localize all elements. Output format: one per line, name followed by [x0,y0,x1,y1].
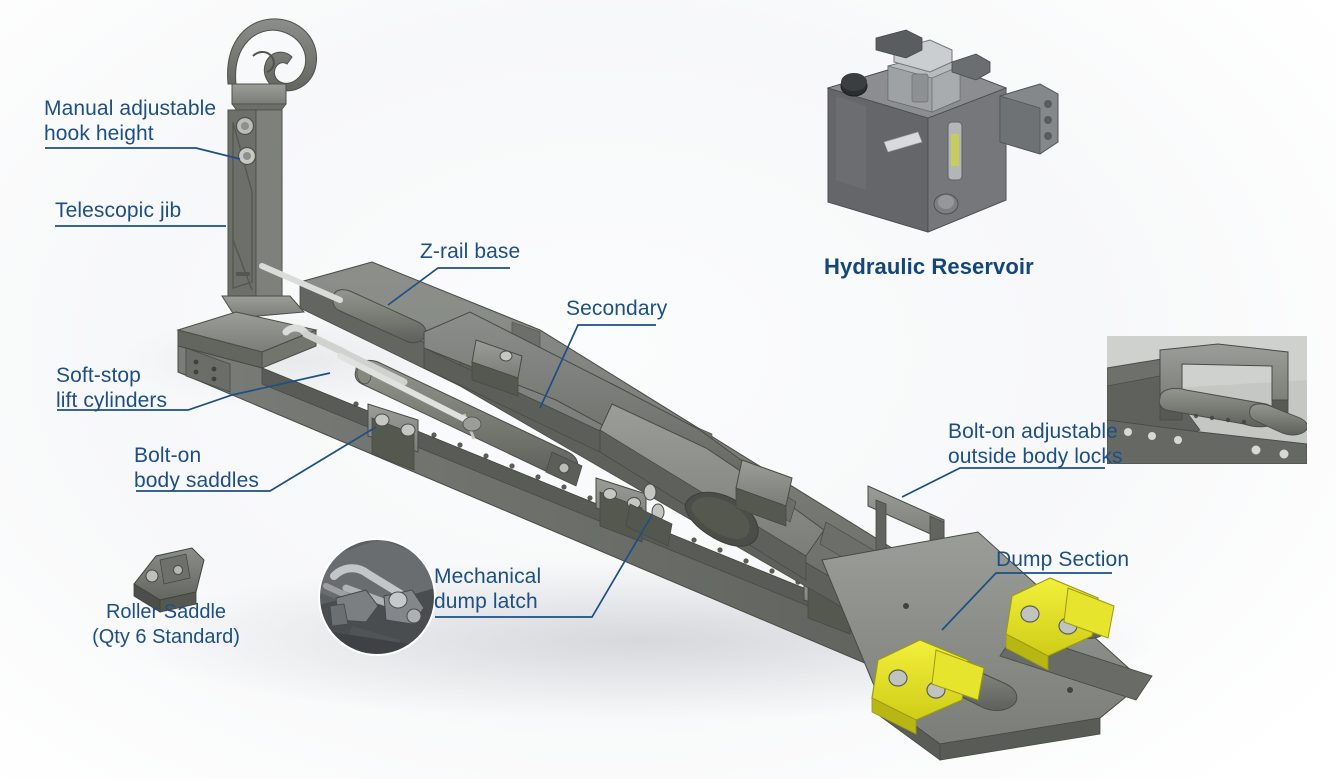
callout-mechanical-dump-latch: Mechanical dump latch [434,565,542,613]
dump-section-yellow-rollers [871,577,1115,735]
callout-bolt-on-body-saddles: Bolt-on body saddles [134,444,259,492]
leader-mechanical-dump-latch [435,514,653,618]
callout-bolt-on-adjustable-outside-body-locks: Bolt-on adjustable outside body locks [948,420,1123,468]
hydraulic-reservoir-tank [826,29,1059,233]
callout-dump-section: Dump Section [996,548,1130,571]
leader-secondary [539,324,656,409]
dump-section-plate [821,531,1153,761]
leader-bolt-on-adjustable-outside-body-locks [901,467,1105,498]
caption-hydraulic-reservoir: Hydraulic Reservoir [824,254,1034,279]
leader-dump-section [941,572,1112,631]
telescopic-jib-column [221,109,306,319]
callout-secondary: Secondary [566,297,668,320]
leader-manual-adjustable-hook-height [45,147,241,160]
caption-roller-saddle: Roller Saddle (Qty 6 Standard) [92,601,240,648]
leader-bolt-on-body-saddles [136,426,377,492]
callout-soft-stop-lift-cylinders: Soft-stop lift cylinders [56,364,168,412]
mechanical-dump-latch-pins [625,483,673,547]
leader-soft-stop-lift-cylinders [57,372,331,411]
callout-manual-adjustable-hook-height: Manual adjustable hook height [44,97,217,145]
bolt-on-outside-body-locks [471,339,793,527]
callout-z-rail-base: Z-rail base [420,240,521,263]
bolt-on-body-saddle-front [367,403,419,471]
soft-stop-lift-cylinders [259,263,583,487]
leader-z-rail-base [387,267,510,306]
roller-saddle-part [133,547,205,613]
callout-telescopic-jib: Telescopic jib [55,199,182,222]
